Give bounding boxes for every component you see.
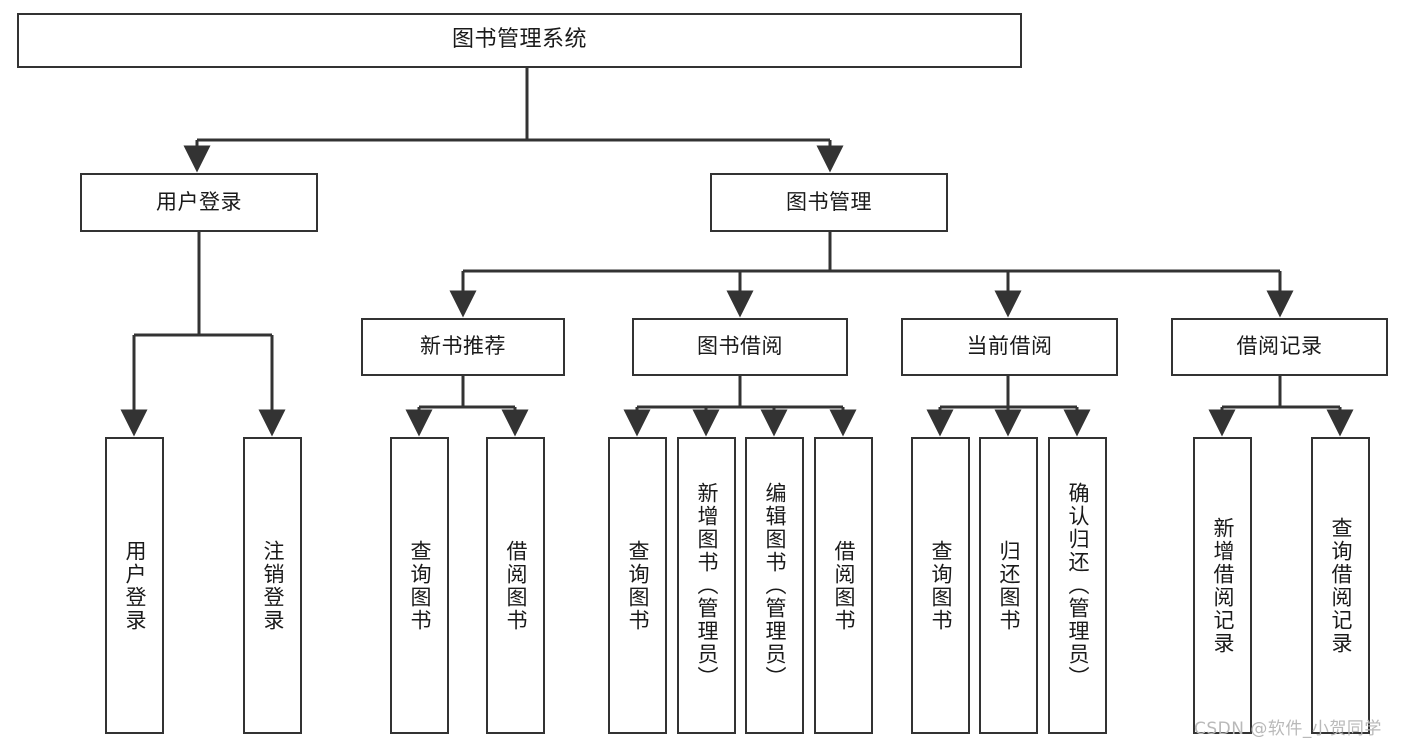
- node-label: 借阅记录: [1236, 334, 1323, 359]
- node-label: 图书管理系统: [451, 27, 587, 53]
- leaf-node-query-book-borrow[interactable]: 查询图书: [608, 437, 667, 734]
- node-new-book-recommend[interactable]: 新书推荐: [361, 318, 565, 376]
- node-label: 归还图书: [997, 539, 1021, 632]
- node-label: 借阅图书: [832, 539, 856, 632]
- node-label: 用户登录: [156, 189, 242, 214]
- node-label: 查询图书: [929, 539, 953, 632]
- leaf-node-add-borrow-record[interactable]: 新增借阅记录: [1193, 437, 1252, 734]
- node-user-login[interactable]: 用户登录: [80, 173, 318, 232]
- node-label: 图书借阅: [697, 334, 783, 359]
- leaf-node-query-book-recommend[interactable]: 查询图书: [390, 437, 449, 734]
- node-label: 查询图书: [408, 539, 432, 632]
- node-label: 新增图书（管理员）: [695, 482, 719, 689]
- leaf-node-user-logout[interactable]: 注销登录: [243, 437, 302, 734]
- leaf-node-query-borrow-record[interactable]: 查询借阅记录: [1311, 437, 1370, 734]
- node-current-borrow[interactable]: 当前借阅: [901, 318, 1118, 376]
- leaf-node-query-book-current[interactable]: 查询图书: [911, 437, 970, 734]
- leaf-node-user-login[interactable]: 用户登录: [105, 437, 164, 734]
- node-root-book-management-system[interactable]: 图书管理系统: [17, 13, 1022, 68]
- node-label: 借阅图书: [504, 539, 528, 632]
- leaf-node-add-book-admin[interactable]: 新增图书（管理员）: [677, 437, 736, 734]
- node-label: 新增借阅记录: [1211, 516, 1235, 655]
- node-book-borrow[interactable]: 图书借阅: [632, 318, 848, 376]
- node-book-manage[interactable]: 图书管理: [710, 173, 948, 232]
- node-label: 确认归还（管理员）: [1066, 482, 1090, 689]
- node-label: 查询图书: [626, 539, 650, 632]
- node-label: 编辑图书（管理员）: [763, 482, 787, 689]
- node-label: 查询借阅记录: [1329, 516, 1353, 655]
- leaf-node-edit-book-admin[interactable]: 编辑图书（管理员）: [745, 437, 804, 734]
- leaf-node-return-book[interactable]: 归还图书: [979, 437, 1038, 734]
- node-label: 注销登录: [261, 539, 285, 632]
- node-label: 图书管理: [786, 189, 872, 214]
- leaf-node-confirm-return-admin[interactable]: 确认归还（管理员）: [1048, 437, 1107, 734]
- node-borrow-record[interactable]: 借阅记录: [1171, 318, 1388, 376]
- leaf-node-borrow-book-recommend[interactable]: 借阅图书: [486, 437, 545, 734]
- leaf-node-borrow-book[interactable]: 借阅图书: [814, 437, 873, 734]
- node-label: 当前借阅: [966, 334, 1053, 359]
- node-label: 用户登录: [123, 539, 147, 632]
- node-label: 新书推荐: [420, 334, 506, 359]
- csdn-watermark: CSDN @软件_小贺同学: [1194, 719, 1382, 739]
